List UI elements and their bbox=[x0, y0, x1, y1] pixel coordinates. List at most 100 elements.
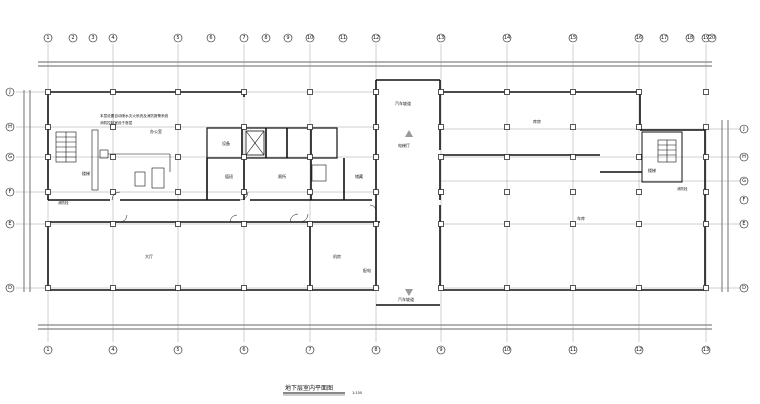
grid-bubble-bottom-7: 7 bbox=[305, 345, 315, 355]
svg-text:6: 6 bbox=[242, 347, 245, 353]
room-label-room-c: 储藏 bbox=[355, 173, 363, 179]
grid-bubble-top-5: 5 bbox=[173, 33, 183, 43]
room-label-fire-hydrant-1: 消防栓 bbox=[58, 200, 69, 205]
svg-text:F: F bbox=[9, 189, 12, 195]
svg-text:11: 11 bbox=[340, 35, 346, 41]
room-label-room-south-small: 配电 bbox=[363, 267, 371, 273]
svg-text:5: 5 bbox=[176, 347, 179, 353]
svg-text:4: 4 bbox=[111, 347, 114, 353]
ramp-arrows bbox=[405, 130, 413, 296]
svg-text:10: 10 bbox=[504, 347, 510, 353]
svg-text:1: 1 bbox=[46, 347, 49, 353]
grid-bubble-bottom-6: 6 bbox=[239, 345, 249, 355]
svg-text:11: 11 bbox=[570, 347, 576, 353]
grid-bubble-bottom-8: 8 bbox=[371, 345, 381, 355]
stair-east-symbol bbox=[657, 139, 677, 163]
drawing-title: 地下层室内平面图 1:100 bbox=[283, 384, 362, 396]
svg-text:G: G bbox=[8, 154, 12, 160]
room-label-room-south-mid: 机房 bbox=[333, 253, 341, 259]
grid-bubble-top-14: 14 bbox=[502, 33, 512, 43]
grid-bubble-top-4: 4 bbox=[108, 33, 118, 43]
grid-bubble-top-13: 13 bbox=[436, 33, 446, 43]
structural-columns bbox=[45, 89, 709, 291]
grid-bubble-bottom-12: 12 bbox=[634, 345, 644, 355]
room-label-fire-hydrant-2: 消防栓 bbox=[677, 186, 688, 191]
grid-bubble-left-F: F bbox=[5, 187, 15, 197]
svg-text:J: J bbox=[742, 126, 744, 132]
room-label-ramp-north: 汽车坡道 bbox=[395, 100, 411, 106]
room-label-hall-south-west: 大厅 bbox=[145, 253, 153, 259]
room-label-stair-east: 楼梯 bbox=[648, 167, 656, 173]
grid-bubble-top-9: 9 bbox=[283, 33, 293, 43]
room-label-elevator-hall: 电梯厅 bbox=[398, 142, 410, 148]
svg-text:D: D bbox=[8, 285, 12, 291]
svg-text:H: H bbox=[8, 124, 12, 130]
grid-bubble-bottom-4: 4 bbox=[108, 345, 118, 355]
grid-bubble-left-E: E bbox=[5, 219, 15, 229]
grid-bubble-left-H: H bbox=[5, 122, 15, 132]
grid-bubble-top-20: 20 bbox=[707, 33, 717, 43]
room-labels: 办公室 楼梯 设备 值班 厕所 储藏 电梯厅 汽车坡道 汽车坡道 库房 车库 楼… bbox=[58, 100, 688, 302]
stair-west-symbol bbox=[55, 131, 77, 163]
grid-bubble-right-G: G bbox=[739, 176, 749, 186]
grid-bubble-top-2: 2 bbox=[68, 33, 78, 43]
grid-bubble-right-F: F bbox=[739, 195, 749, 205]
svg-text:12: 12 bbox=[636, 347, 642, 353]
svg-text:3: 3 bbox=[91, 35, 94, 41]
svg-text:E: E bbox=[742, 221, 745, 227]
grid-bubble-top-6: 6 bbox=[206, 33, 216, 43]
svg-text:18: 18 bbox=[687, 35, 693, 41]
grid-bubble-right-E: E bbox=[739, 219, 749, 229]
dimension-lines bbox=[23, 61, 729, 330]
grid-bubble-top-11: 11 bbox=[338, 33, 348, 43]
svg-text:E: E bbox=[8, 221, 11, 227]
door-swings bbox=[111, 191, 377, 223]
grid-bubble-top-12: 12 bbox=[371, 33, 381, 43]
svg-text:15: 15 bbox=[570, 35, 576, 41]
grid-bubble-bottom-9: 9 bbox=[436, 345, 446, 355]
svg-text:20: 20 bbox=[709, 35, 715, 41]
grid-bubble-right-J: J bbox=[739, 124, 749, 134]
grid-bubble-top-8: 8 bbox=[261, 33, 271, 43]
svg-text:2: 2 bbox=[71, 35, 74, 41]
svg-text:G: G bbox=[742, 178, 746, 184]
svg-text:D: D bbox=[742, 285, 746, 291]
room-label-stair-west: 楼梯 bbox=[82, 170, 90, 176]
drawing-scale-text: 1:100 bbox=[352, 391, 362, 395]
grid-bubble-top-3: 3 bbox=[88, 33, 98, 43]
svg-text:19: 19 bbox=[703, 35, 709, 41]
svg-text:13: 13 bbox=[438, 35, 444, 41]
room-label-garage: 车库 bbox=[577, 215, 585, 221]
svg-text:8: 8 bbox=[264, 35, 267, 41]
grid-bubble-top-17: 17 bbox=[659, 33, 669, 43]
note-1: 本层设置自动喷水灭火系统及消防报警系统 bbox=[100, 113, 169, 118]
grid-bubble-bottom-1: 1 bbox=[43, 345, 53, 355]
grid-bubble-top-7: 7 bbox=[239, 33, 249, 43]
room-label-equip-1: 设备 bbox=[222, 140, 230, 146]
svg-text:13: 13 bbox=[703, 347, 709, 353]
grid-bubble-top-10: 10 bbox=[305, 33, 315, 43]
room-label-room-b: 厕所 bbox=[278, 173, 286, 179]
svg-text:7: 7 bbox=[242, 35, 245, 41]
grid-bubble-left-D: D bbox=[5, 283, 15, 293]
grid-bubble-left-J: J bbox=[5, 87, 15, 97]
grid-bubble-bottom-11: 11 bbox=[568, 345, 578, 355]
grid-bubble-top-15: 15 bbox=[568, 33, 578, 43]
svg-text:12: 12 bbox=[373, 35, 379, 41]
svg-text:9: 9 bbox=[286, 35, 289, 41]
room-label-ramp-south: 汽车坡道 bbox=[398, 296, 414, 302]
grid-bubble-bottom-5: 5 bbox=[173, 345, 183, 355]
svg-text:17: 17 bbox=[661, 35, 667, 41]
svg-text:1: 1 bbox=[46, 35, 49, 41]
svg-text:F: F bbox=[743, 197, 746, 203]
grid-bubble-right-H: H bbox=[739, 152, 749, 162]
svg-text:9: 9 bbox=[439, 347, 442, 353]
grid-bubble-bottom-10: 10 bbox=[502, 345, 512, 355]
note-2: 消防控制室设于首层 bbox=[100, 120, 133, 125]
design-notes: 本层设置自动喷水灭火系统及消防报警系统 消防控制室设于首层 bbox=[100, 113, 169, 125]
room-label-room-a: 值班 bbox=[225, 173, 233, 179]
grid-bubble-right-D: D bbox=[739, 283, 749, 293]
svg-text:8: 8 bbox=[374, 347, 377, 353]
